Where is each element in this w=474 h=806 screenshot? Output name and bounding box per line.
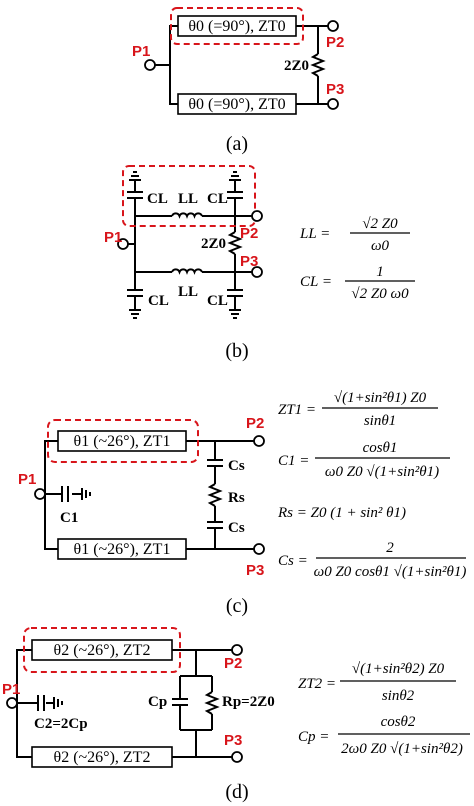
resistor-a bbox=[310, 53, 326, 77]
eq-zt2-num: √(1+sin²θ2) Z0 bbox=[352, 661, 445, 677]
line-bottom-label-c: θ1 (~26°), ZT1 bbox=[74, 541, 171, 558]
cap-label-cp: Cp bbox=[148, 694, 167, 710]
cap-label-tr-b: CL bbox=[207, 191, 228, 207]
transmission-line-bottom-a bbox=[177, 93, 297, 115]
port-label-p2-a: P2 bbox=[326, 34, 344, 51]
caption-a: (a) bbox=[226, 133, 248, 155]
resistor-label-a: 2Z0 bbox=[284, 58, 309, 74]
panel-b: P1 P2 P3 CL CL CL CL LL LL 2Z0 LL = √2 Z… bbox=[104, 165, 415, 362]
port-label-p2-b: P2 bbox=[240, 225, 258, 242]
eq-cl-lhs: CL = bbox=[300, 274, 332, 290]
eq-zt2-lhs: ZT2 = bbox=[298, 676, 336, 692]
ind-label-top-b: LL bbox=[178, 191, 198, 207]
line-top-label-d: θ2 (~26°), ZT2 bbox=[54, 642, 151, 659]
resistor-rp bbox=[204, 691, 220, 715]
caption-c: (c) bbox=[226, 595, 248, 617]
transmission-line-top-a bbox=[177, 15, 297, 37]
highlight-box-c bbox=[47, 419, 199, 463]
port-p3-b bbox=[251, 266, 263, 278]
ind-label-bottom-b: LL bbox=[178, 284, 198, 300]
capacitor-c2 bbox=[37, 695, 63, 711]
inductor-top-b bbox=[171, 212, 203, 219]
port-label-p3-a: P3 bbox=[326, 81, 344, 98]
port-p3-a bbox=[327, 98, 339, 110]
eq-zt2-den: sinθ2 bbox=[382, 688, 415, 704]
eq-cp-num: cosθ2 bbox=[381, 714, 416, 730]
capacitor-top-left-b bbox=[127, 171, 143, 216]
cap-label-cs-bottom: Cs bbox=[228, 520, 245, 536]
eq-zt1-lhs: ZT1 = bbox=[278, 402, 316, 418]
line-bottom-label-d: θ2 (~26°), ZT2 bbox=[54, 749, 151, 766]
panel-c: θ1 (~26°), ZT1 θ1 (~26°), ZT1 P1 P2 P3 C… bbox=[18, 390, 466, 617]
port-label-p1-a: P1 bbox=[132, 43, 150, 60]
eq-ll-lhs: LL = bbox=[299, 226, 330, 242]
port-label-p3-c: P3 bbox=[246, 562, 264, 579]
highlight-box-b bbox=[122, 165, 256, 227]
resistor-label-rp: Rp=2Z0 bbox=[222, 694, 275, 710]
port-p3-d bbox=[231, 751, 243, 763]
cap-label-br-b: CL bbox=[207, 293, 228, 309]
eq-cp-lhs: Cp = bbox=[298, 729, 329, 745]
resistor-rs bbox=[207, 483, 223, 507]
port-p2-a bbox=[327, 20, 339, 32]
panel-d: θ2 (~26°), ZT2 θ2 (~26°), ZT2 P1 P2 P3 C… bbox=[2, 627, 470, 803]
port-p3-c bbox=[253, 543, 265, 555]
eq-ll-num: √2 Z0 bbox=[362, 216, 398, 232]
cap-label-c2: C2=2Cp bbox=[34, 716, 88, 732]
port-p2-d bbox=[231, 644, 243, 656]
highlight-box-a bbox=[170, 7, 304, 45]
line-bottom-label-a: θ0 (=90°), ZT0 bbox=[188, 96, 285, 113]
eq-zt1-den: sinθ1 bbox=[364, 413, 396, 429]
transmission-line-bottom-d bbox=[31, 746, 173, 768]
cap-label-tl-b: CL bbox=[147, 191, 168, 207]
inductor-bottom-b bbox=[171, 268, 203, 275]
resistor-label-rs: Rs bbox=[228, 490, 245, 506]
port-label-p2-d: P2 bbox=[224, 655, 242, 672]
transmission-line-top-d bbox=[31, 639, 173, 661]
cap-label-c1: C1 bbox=[60, 510, 78, 526]
capacitor-cp bbox=[172, 698, 188, 706]
caption-d: (d) bbox=[225, 781, 248, 803]
port-p1-c bbox=[34, 488, 46, 500]
resistor-label-b: 2Z0 bbox=[201, 236, 226, 252]
eq-rs: Rs = Z0 (1 + sin² θ1) bbox=[277, 505, 406, 521]
port-label-p1-c: P1 bbox=[18, 471, 36, 488]
caption-b: (b) bbox=[225, 340, 248, 362]
eq-cs-den: ω0 Z0 cosθ1 √(1+sin²θ1) bbox=[314, 564, 467, 580]
capacitor-top-right-b bbox=[227, 171, 243, 216]
cap-label-cs-top: Cs bbox=[228, 458, 245, 474]
transmission-line-bottom-c bbox=[57, 538, 187, 560]
line-top-label-a: θ0 (=90°), ZT0 bbox=[188, 18, 285, 35]
eq-cl-num: 1 bbox=[376, 264, 384, 280]
eq-cp-den: 2ω0 Z0 √(1+sin²θ2) bbox=[341, 741, 463, 757]
port-label-p2-c: P2 bbox=[246, 415, 264, 432]
eq-ll-den: ω0 bbox=[371, 238, 390, 254]
eq-c1-den: ω0 Z0 √(1+sin²θ1) bbox=[325, 464, 439, 480]
resistor-b bbox=[227, 231, 243, 255]
port-p1-d bbox=[6, 697, 18, 709]
port-label-p1-d: P1 bbox=[2, 681, 20, 698]
port-label-p3-d: P3 bbox=[224, 732, 242, 749]
port-p1-b bbox=[117, 238, 129, 250]
capacitor-bottom-left-b bbox=[127, 272, 143, 319]
port-p2-b bbox=[251, 210, 263, 222]
highlight-box-d bbox=[23, 627, 181, 673]
transmission-line-top-c bbox=[57, 430, 187, 452]
port-label-p3-b: P3 bbox=[240, 253, 258, 270]
eq-cl-den: √2 Z0 ω0 bbox=[351, 286, 409, 302]
eq-cs-lhs: Cs = bbox=[278, 553, 308, 569]
line-top-label-c: θ1 (~26°), ZT1 bbox=[74, 433, 171, 450]
capacitor-c1 bbox=[61, 486, 91, 502]
eq-c1-num: cosθ1 bbox=[363, 440, 398, 456]
panel-a: θ0 (=90°), ZT0 θ0 (=90°), ZT0 2Z0 P1 P2 … bbox=[132, 7, 344, 155]
cap-label-bl-b: CL bbox=[148, 293, 169, 309]
eq-c1-lhs: C1 = bbox=[278, 453, 309, 469]
port-p2-c bbox=[253, 435, 265, 447]
eq-cs-num: 2 bbox=[386, 540, 394, 556]
port-p1-a bbox=[144, 59, 156, 71]
port-label-p1-b: P1 bbox=[104, 229, 122, 246]
eq-zt1-num: √(1+sin²θ1) Z0 bbox=[334, 390, 427, 406]
capacitor-bottom-right-b bbox=[227, 272, 243, 319]
